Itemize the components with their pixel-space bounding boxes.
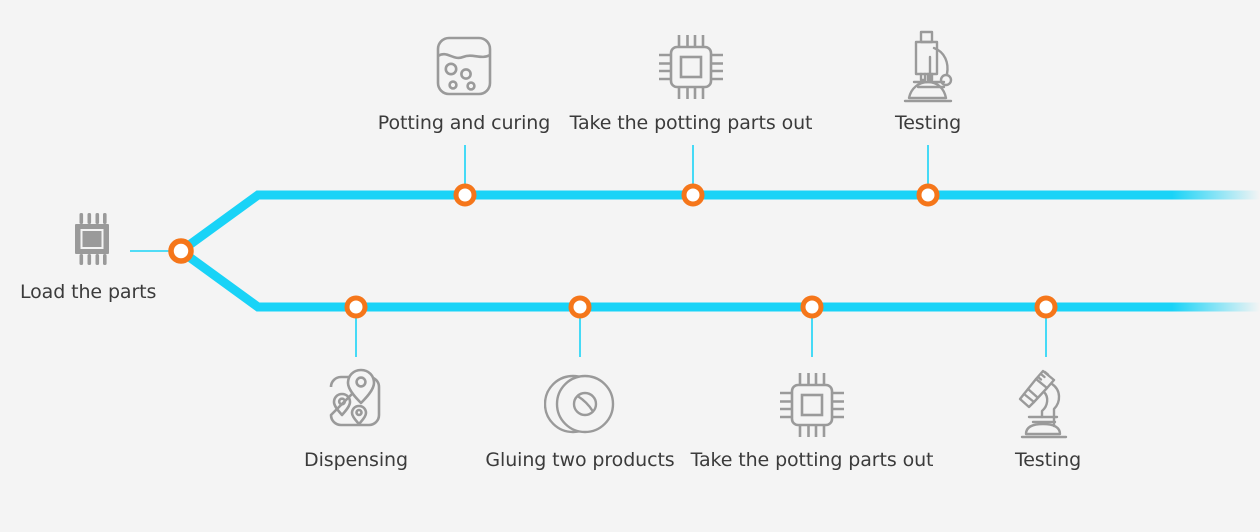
chip-outline-icon [778, 370, 846, 440]
label-dispensing: Dispensing [304, 449, 408, 471]
node-marker-upper-3[interactable] [916, 183, 940, 207]
node-marker-lower-4[interactable] [1034, 295, 1058, 319]
lower-branch-line [178, 247, 1150, 312]
label-load-the-parts: Load the parts [20, 281, 157, 303]
node-marker-upper-2[interactable] [681, 183, 705, 207]
node-marker-lower-2[interactable] [568, 295, 592, 319]
node-marker-lower-3[interactable] [800, 295, 824, 319]
node-marker-upper-1[interactable] [453, 183, 477, 207]
upper-branch-line [178, 190, 1150, 255]
dispensing-drops-icon [323, 368, 389, 434]
label-testing-upper: Testing [894, 112, 962, 134]
potting-container-icon [433, 34, 495, 100]
label-take-the-potting-parts-out-upper: Take the potting parts out [569, 112, 813, 134]
microscope-icon [897, 30, 959, 104]
chip-outline-icon [657, 32, 725, 102]
label-gluing-two-products: Gluing two products [485, 449, 675, 471]
upper-branch-fade [1100, 190, 1260, 200]
label-take-the-potting-parts-out-lower: Take the potting parts out [690, 449, 934, 471]
two-discs-icon [544, 370, 616, 438]
node-marker-start[interactable] [168, 238, 194, 264]
label-potting-and-curing: Potting and curing [377, 112, 551, 134]
lower-branch-fade [1100, 302, 1260, 312]
node-marker-lower-1[interactable] [344, 295, 368, 319]
chip-icon [63, 210, 121, 268]
microscope-tilted-icon [1012, 368, 1080, 440]
label-testing-lower: Testing [1014, 449, 1082, 471]
